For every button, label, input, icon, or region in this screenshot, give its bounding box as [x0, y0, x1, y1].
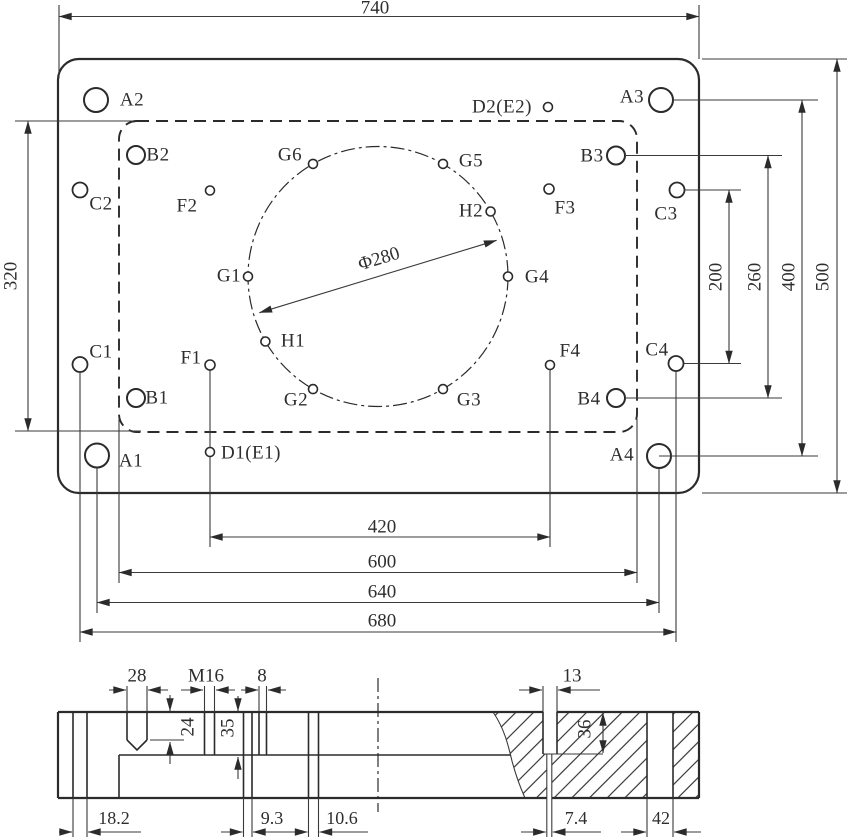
- hole-g3: [437, 383, 449, 395]
- hole-h2: [485, 206, 496, 217]
- label-f4: F4: [559, 341, 580, 362]
- hole-b3: [606, 145, 626, 166]
- label-a1: A1: [119, 451, 143, 472]
- label-f2: F2: [176, 196, 197, 217]
- dim-36: 36: [575, 720, 596, 739]
- label-f3: F3: [554, 198, 575, 219]
- hole-42-clear: [647, 712, 673, 798]
- section-view: 28 M16 8 13 24 35 36 18.2: [56, 666, 701, 837]
- dim-28: 28: [128, 666, 147, 687]
- label-g1: G1: [217, 266, 241, 287]
- dim-phi280: Φ280: [356, 243, 403, 275]
- hole-g1: [242, 271, 254, 282]
- label-c4: C4: [645, 340, 668, 361]
- label-d1: D1(E1): [221, 443, 281, 464]
- dim-8: 8: [257, 666, 267, 687]
- dim-420: 420: [368, 517, 397, 538]
- hole-b2: [126, 145, 146, 165]
- label-g6: G6: [278, 145, 302, 166]
- work-envelope-dashed: [118, 120, 638, 433]
- hole-g2: [307, 383, 319, 395]
- dim-13: 13: [563, 666, 582, 687]
- dim-500: 500: [813, 263, 834, 292]
- dim-200: 200: [706, 263, 727, 292]
- dim-320-group: 320: [1, 120, 141, 432]
- dim-400: 400: [779, 263, 800, 292]
- label-h2: H2: [459, 201, 483, 222]
- slot-13-clear: [543, 712, 557, 754]
- hole-a1: [84, 442, 110, 469]
- dim-42: 42: [652, 808, 670, 828]
- bottom-dims-group: 420 600 640 680: [79, 517, 677, 636]
- hole-f1: [204, 359, 216, 371]
- section-holes: [72, 678, 674, 812]
- hole-c2: [71, 181, 89, 199]
- dim-680: 680: [368, 611, 397, 632]
- holes: [71, 87, 686, 469]
- bottom-extension-lines: [79, 363, 677, 642]
- label-f1: F1: [180, 348, 201, 369]
- label-h1: H1: [281, 331, 305, 352]
- hole-b1: [126, 388, 146, 408]
- hole-c1: [71, 356, 89, 373]
- plate-outline: [56, 57, 701, 495]
- section-bottom-dims: 18.2 9.3 10.6 7.4 42: [59, 808, 701, 836]
- dim-18-2: 18.2: [98, 808, 130, 828]
- dim-260: 260: [745, 263, 766, 292]
- hole-c4: [667, 355, 685, 372]
- section-depth-dims: 24 35 36: [166, 695, 607, 779]
- hole-f3: [543, 183, 555, 195]
- dim-640: 640: [368, 582, 397, 603]
- dim-740-group: 740: [58, 0, 700, 78]
- label-g4: G4: [525, 267, 549, 288]
- dim-10-6: 10.6: [326, 808, 358, 828]
- hole-g4: [502, 271, 514, 282]
- right-dims-group: 200 260 400 500: [625, 58, 847, 494]
- dim-m16: M16: [188, 666, 224, 687]
- label-a2: A2: [120, 90, 144, 111]
- label-b2: B2: [146, 145, 169, 166]
- dim-35: 35: [218, 719, 239, 738]
- section-ext-lines: [72, 686, 674, 837]
- hole-a2: [83, 87, 109, 113]
- label-g2: G2: [284, 390, 308, 411]
- label-d2: D2(E2): [472, 97, 532, 118]
- phi280-dim-line: [259, 239, 497, 314]
- dim-9-3: 9.3: [261, 808, 284, 828]
- hole-c3: [668, 181, 686, 199]
- dim-600: 600: [368, 552, 397, 573]
- top-view: Φ280 740 320: [1, 0, 847, 642]
- hole-g6: [307, 158, 319, 170]
- label-b3: B3: [580, 146, 603, 167]
- hole-a3: [648, 87, 674, 113]
- label-b1: B1: [145, 388, 168, 409]
- label-c3: C3: [654, 204, 677, 225]
- hole-h1: [260, 336, 271, 347]
- drill-point: [126, 739, 148, 752]
- dim-24: 24: [178, 717, 199, 737]
- label-a4: A4: [610, 445, 634, 466]
- label-b4: B4: [577, 389, 600, 410]
- label-c2: C2: [89, 194, 112, 215]
- section-top-dims: 28 M16 8 13: [109, 666, 600, 694]
- dim-320: 320: [1, 262, 22, 291]
- section-outline: [56, 710, 701, 800]
- label-g3: G3: [457, 390, 481, 411]
- hole-d1: [204, 446, 216, 458]
- pilot-7-4-clear: [546, 754, 552, 798]
- hole-f4: [544, 359, 556, 371]
- label-g5: G5: [459, 151, 483, 172]
- break-line: [492, 711, 526, 799]
- hole-labels: A2 A3 A1 A4 B2 B3 B1 B4 C2 C3 C1 C4 D2(E…: [89, 87, 677, 472]
- dim-740: 740: [361, 0, 390, 19]
- hole-g5: [437, 158, 449, 170]
- label-a3: A3: [620, 87, 644, 108]
- label-c1: C1: [89, 342, 112, 363]
- hole-f2: [204, 185, 216, 196]
- dim-7-4: 7.4: [565, 808, 588, 828]
- hole-d2: [542, 101, 554, 113]
- hole-b4: [606, 388, 626, 408]
